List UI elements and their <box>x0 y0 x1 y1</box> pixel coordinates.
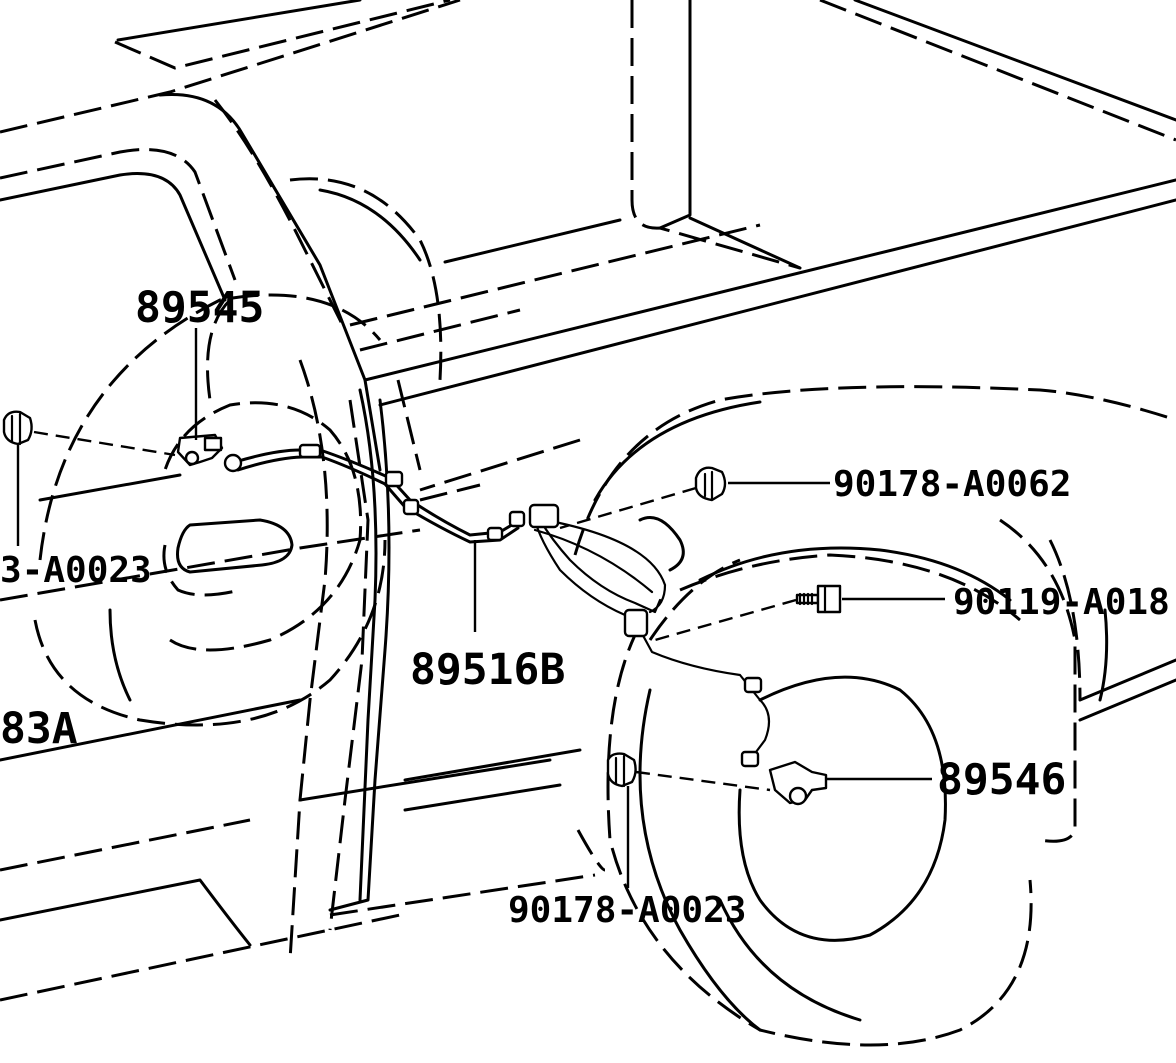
vehicle-body-outline <box>0 0 1176 1002</box>
push-clip-icon-upper <box>694 466 727 502</box>
abs-speed-sensor-icon-right <box>768 760 828 806</box>
part-label-89516b: 89516B <box>410 645 565 695</box>
left-wheel-outline <box>33 293 387 727</box>
part-label-89545: 89545 <box>135 283 264 333</box>
leader-lines <box>16 328 945 888</box>
part-label-clip-left: 3-A0023 <box>0 550 152 591</box>
part-label-90178-a0062: 90178-A0062 <box>833 464 1071 505</box>
bolt-icon <box>795 584 842 614</box>
wire-harness-89516b <box>223 443 771 768</box>
part-label-90178-a0023: 90178-A0023 <box>508 890 746 931</box>
push-clip-icon-lower <box>606 752 637 788</box>
push-clip-icon-left <box>2 410 33 446</box>
abs-speed-sensor-icon <box>176 433 224 467</box>
part-label-89546: 89546 <box>937 755 1066 805</box>
part-label-partial-left: 83A <box>0 704 78 754</box>
part-label-90119-a018: 90119-A018 <box>953 582 1170 623</box>
